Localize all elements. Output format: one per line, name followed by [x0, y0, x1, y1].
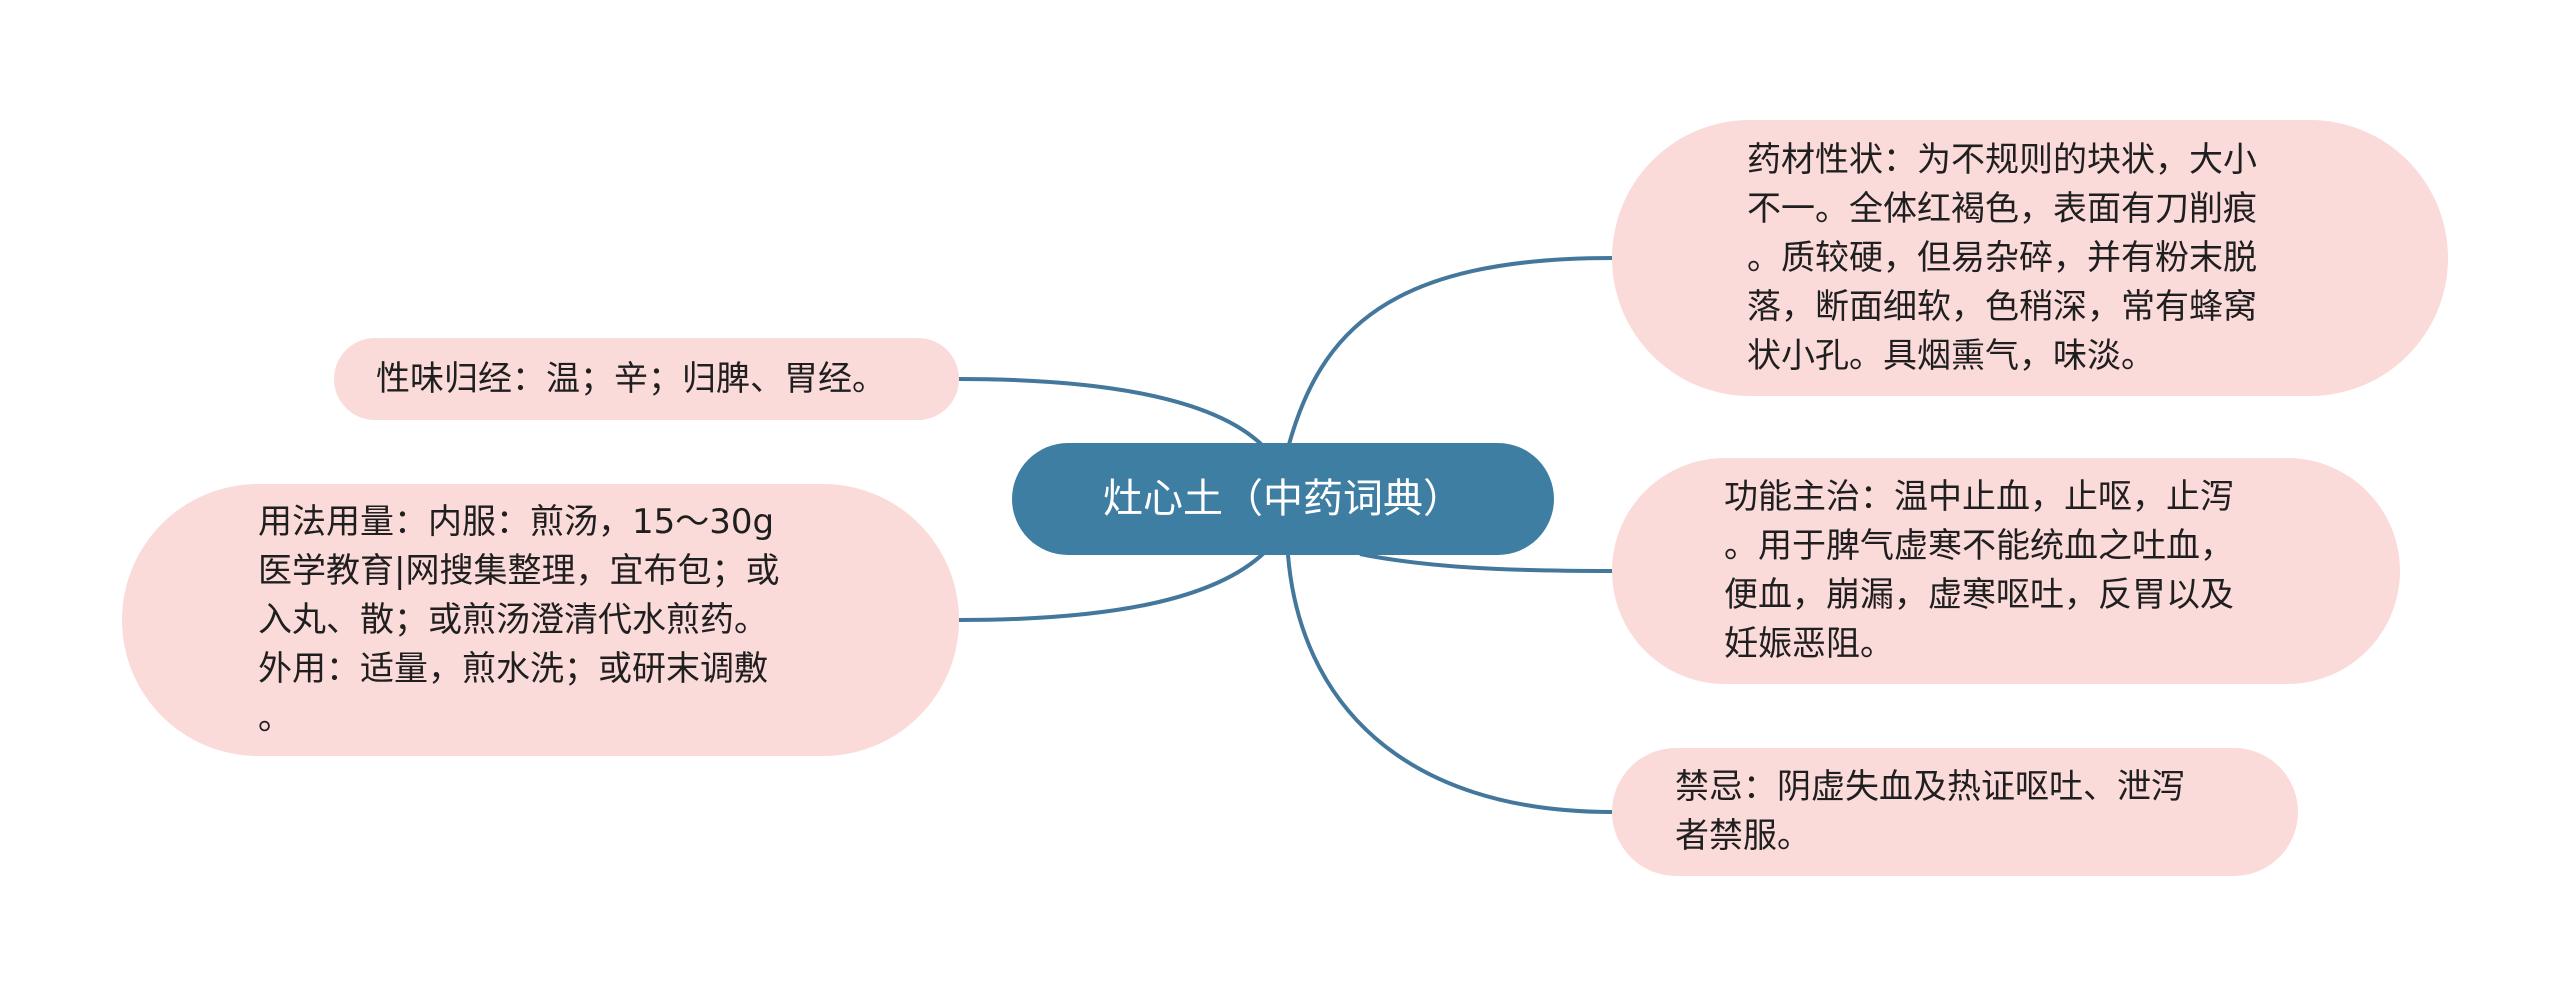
node-properties-text: 药材性状：为不规则的块状，大小 不一。全体红褐色，表面有刀削痕 。质较硬，但易杂… — [1747, 139, 2257, 376]
node-usage-text: 用法用量：内服：煎汤，15～30g 医学教育|网搜集整理，宜布包；或 入丸、散；… — [258, 501, 780, 738]
connector-usage — [958, 550, 1267, 622]
connector-properties — [1286, 256, 1613, 449]
node-properties[interactable]: 药材性状：为不规则的块状，大小 不一。全体红褐色，表面有刀削痕 。质较硬，但易杂… — [1612, 120, 2448, 396]
node-taboo[interactable]: 禁忌：阴虚失血及热证呕吐、泄泻 者禁服。 — [1612, 748, 2298, 876]
root-label: 灶心土（中药词典） — [1103, 476, 1463, 522]
connector-nature — [958, 377, 1264, 447]
node-nature[interactable]: 性味归经：温；辛；归脾、胃经。 — [334, 338, 959, 420]
node-usage[interactable]: 用法用量：内服：煎汤，15～30g 医学教育|网搜集整理，宜布包；或 入丸、散；… — [122, 484, 959, 756]
connector-functions — [1359, 552, 1613, 573]
node-functions-text: 功能主治：温中止血，止呕，止泻 。用于脾气虚寒不能统血之吐血， 便血，崩漏，虚寒… — [1724, 477, 2234, 664]
node-taboo-text: 禁忌：阴虚失血及热证呕吐、泄泻 者禁服。 — [1675, 767, 2185, 856]
node-nature-text: 性味归经：温；辛；归脾、胃经。 — [376, 358, 886, 399]
connector-taboo — [1286, 554, 1613, 814]
root-node[interactable]: 灶心土（中药词典） — [1012, 443, 1554, 555]
node-functions[interactable]: 功能主治：温中止血，止呕，止泻 。用于脾气虚寒不能统血之吐血， 便血，崩漏，虚寒… — [1612, 458, 2400, 684]
